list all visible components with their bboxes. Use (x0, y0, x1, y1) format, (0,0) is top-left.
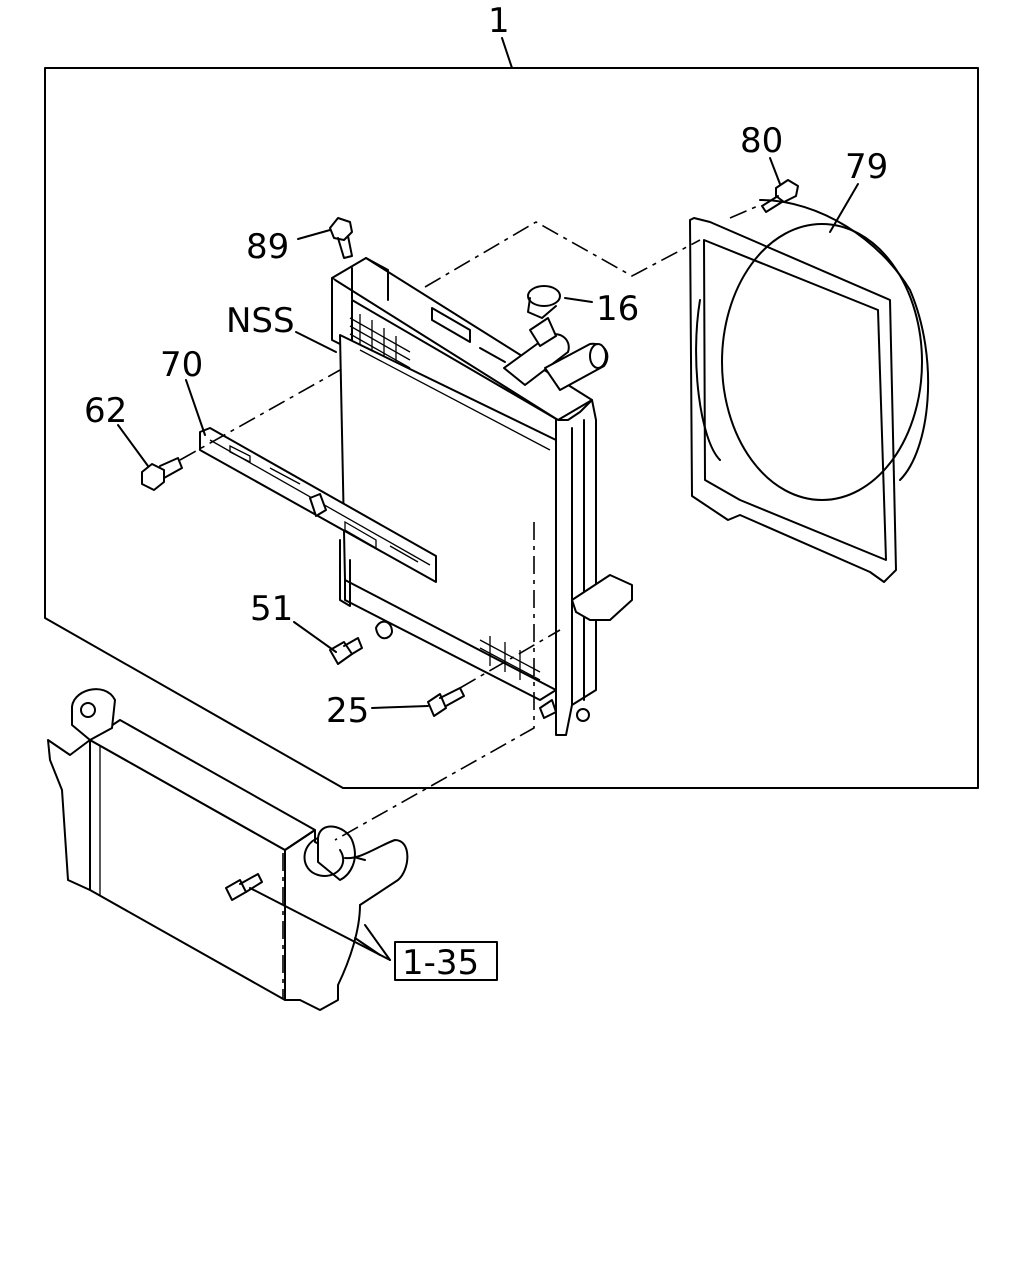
callout-62: 62 (84, 391, 127, 431)
callout-1: 1 (488, 1, 510, 41)
shroud-bolt (761, 179, 799, 213)
radiator (331, 257, 633, 736)
callout-1-35: 1-35 (402, 943, 479, 983)
reference-box (394, 941, 498, 981)
radiator-cap (527, 285, 561, 319)
stay-bolt (141, 457, 183, 491)
callout-leaders (117, 157, 859, 961)
stay-bracket (199, 427, 437, 583)
callout-nss: NSS (226, 301, 295, 341)
callout-89: 89 (246, 227, 289, 267)
callout-25: 25 (326, 691, 369, 731)
drain-cock (427, 687, 465, 717)
fan-shroud (689, 199, 930, 583)
bracket-bolt (329, 620, 393, 665)
callout-51: 51 (250, 589, 293, 629)
top-bolt (329, 217, 353, 259)
intercooler-bolt (225, 873, 263, 901)
callout-70: 70 (160, 345, 203, 385)
callout-16: 16 (596, 289, 639, 329)
callout-79: 79 (845, 147, 888, 187)
callout-80: 80 (740, 121, 783, 161)
intercooler-reference: 1-35 (394, 941, 498, 983)
leader-assembly (501, 37, 513, 69)
callout-labels: 1 80 79 89 16 NSS 70 62 51 25 (84, 1, 888, 731)
intercooler (47, 688, 409, 1011)
assembly-outline (44, 67, 979, 789)
radiator-inlet (503, 317, 609, 391)
assembly-paths (179, 204, 761, 841)
